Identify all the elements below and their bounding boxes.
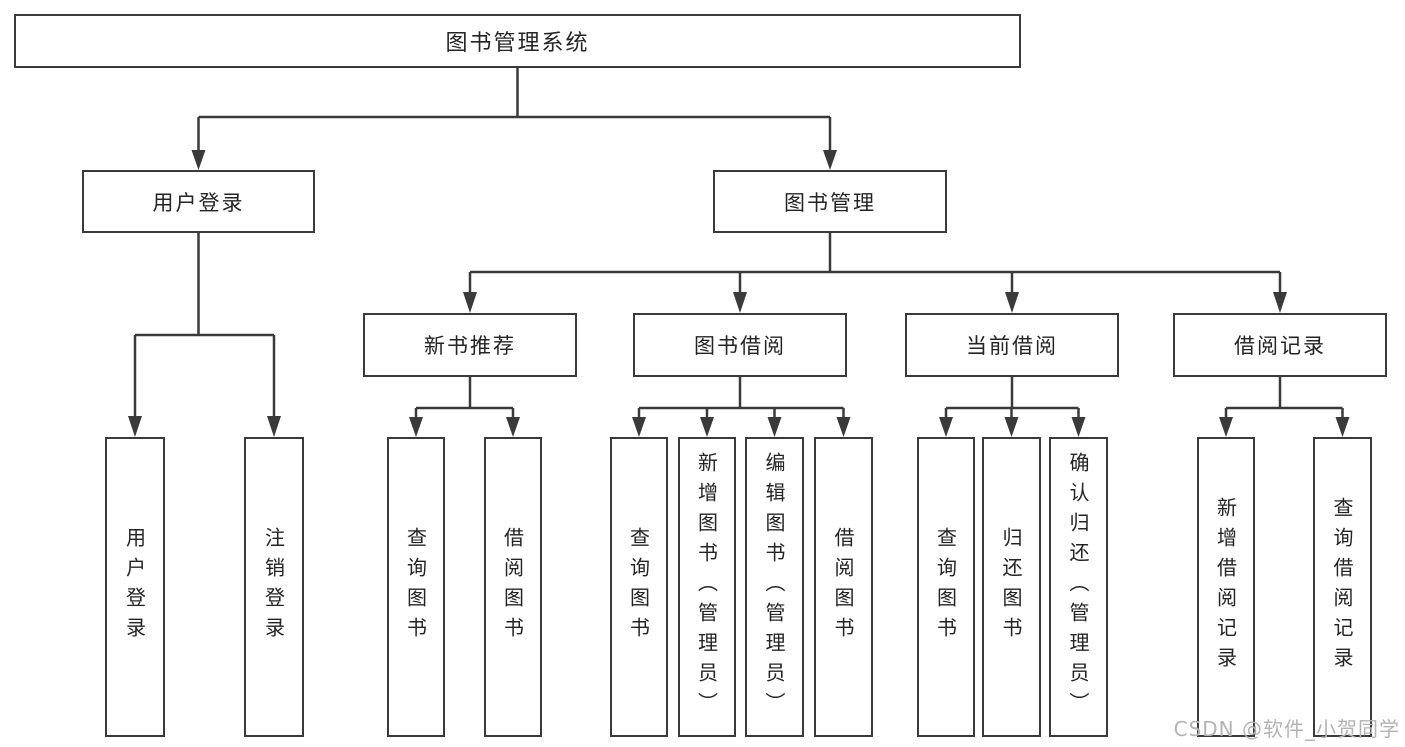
leaf-confirm-return-admin: 确认归还（管理员） — [1049, 437, 1108, 737]
node-user-login: 用户登录 — [82, 170, 315, 233]
leaf-user-login: 用户登录 — [105, 437, 165, 737]
edges-user-login — [128, 233, 281, 437]
edges-book-management — [463, 233, 1287, 313]
leaf-borrow-books-recommend: 借阅图书 — [484, 437, 542, 737]
leaf-label: 查询图书 — [626, 527, 651, 647]
leaf-query-books-current: 查询图书 — [917, 437, 975, 737]
leaf-label: 借阅图书 — [831, 527, 855, 647]
leaf-add-borrow-record: 新增借阅记录 — [1197, 437, 1255, 737]
edges-borrow-records — [1219, 377, 1350, 437]
leaf-label: 查询图书 — [933, 527, 958, 647]
edges-book-borrow — [632, 377, 851, 437]
edges-new-book-recommend — [409, 377, 520, 437]
node-library-management-system: 图书管理系统 — [14, 14, 1021, 68]
leaf-add-book-admin: 新增图书（管理员） — [678, 437, 736, 737]
node-new-book-recommend: 新书推荐 — [363, 313, 577, 377]
node-current-borrow: 当前借阅 — [905, 313, 1119, 377]
leaf-query-borrow-record: 查询借阅记录 — [1313, 437, 1372, 737]
leaf-return-book: 归还图书 — [982, 437, 1041, 737]
edges-root — [191, 68, 837, 170]
leaf-label: 确认归还（管理员） — [1066, 452, 1090, 722]
leaf-query-books-borrow: 查询图书 — [610, 437, 668, 737]
csdn-watermark: CSDN @软件_小贺同学 — [1173, 717, 1400, 741]
leaf-label: 查询图书 — [403, 527, 428, 647]
edges-current-borrow — [939, 377, 1086, 437]
leaf-label: 用户登录 — [122, 527, 147, 647]
leaf-query-books-recommend: 查询图书 — [387, 437, 445, 737]
node-borrow-records: 借阅记录 — [1173, 313, 1387, 377]
leaf-label: 编辑图书（管理员） — [762, 452, 786, 722]
leaf-borrow-books-2: 借阅图书 — [814, 437, 873, 737]
leaf-label: 借阅图书 — [500, 527, 525, 647]
leaf-logout: 注销登录 — [244, 437, 304, 737]
leaf-label: 注销登录 — [261, 527, 286, 647]
node-book-management: 图书管理 — [713, 170, 947, 233]
leaf-edit-book-admin: 编辑图书（管理员） — [745, 437, 804, 737]
leaf-label: 归还图书 — [999, 527, 1023, 647]
leaf-label: 新增借阅记录 — [1213, 497, 1238, 677]
leaf-label: 查询借阅记录 — [1330, 497, 1354, 677]
leaf-label: 新增图书（管理员） — [694, 452, 719, 722]
node-book-borrow: 图书借阅 — [633, 313, 847, 377]
